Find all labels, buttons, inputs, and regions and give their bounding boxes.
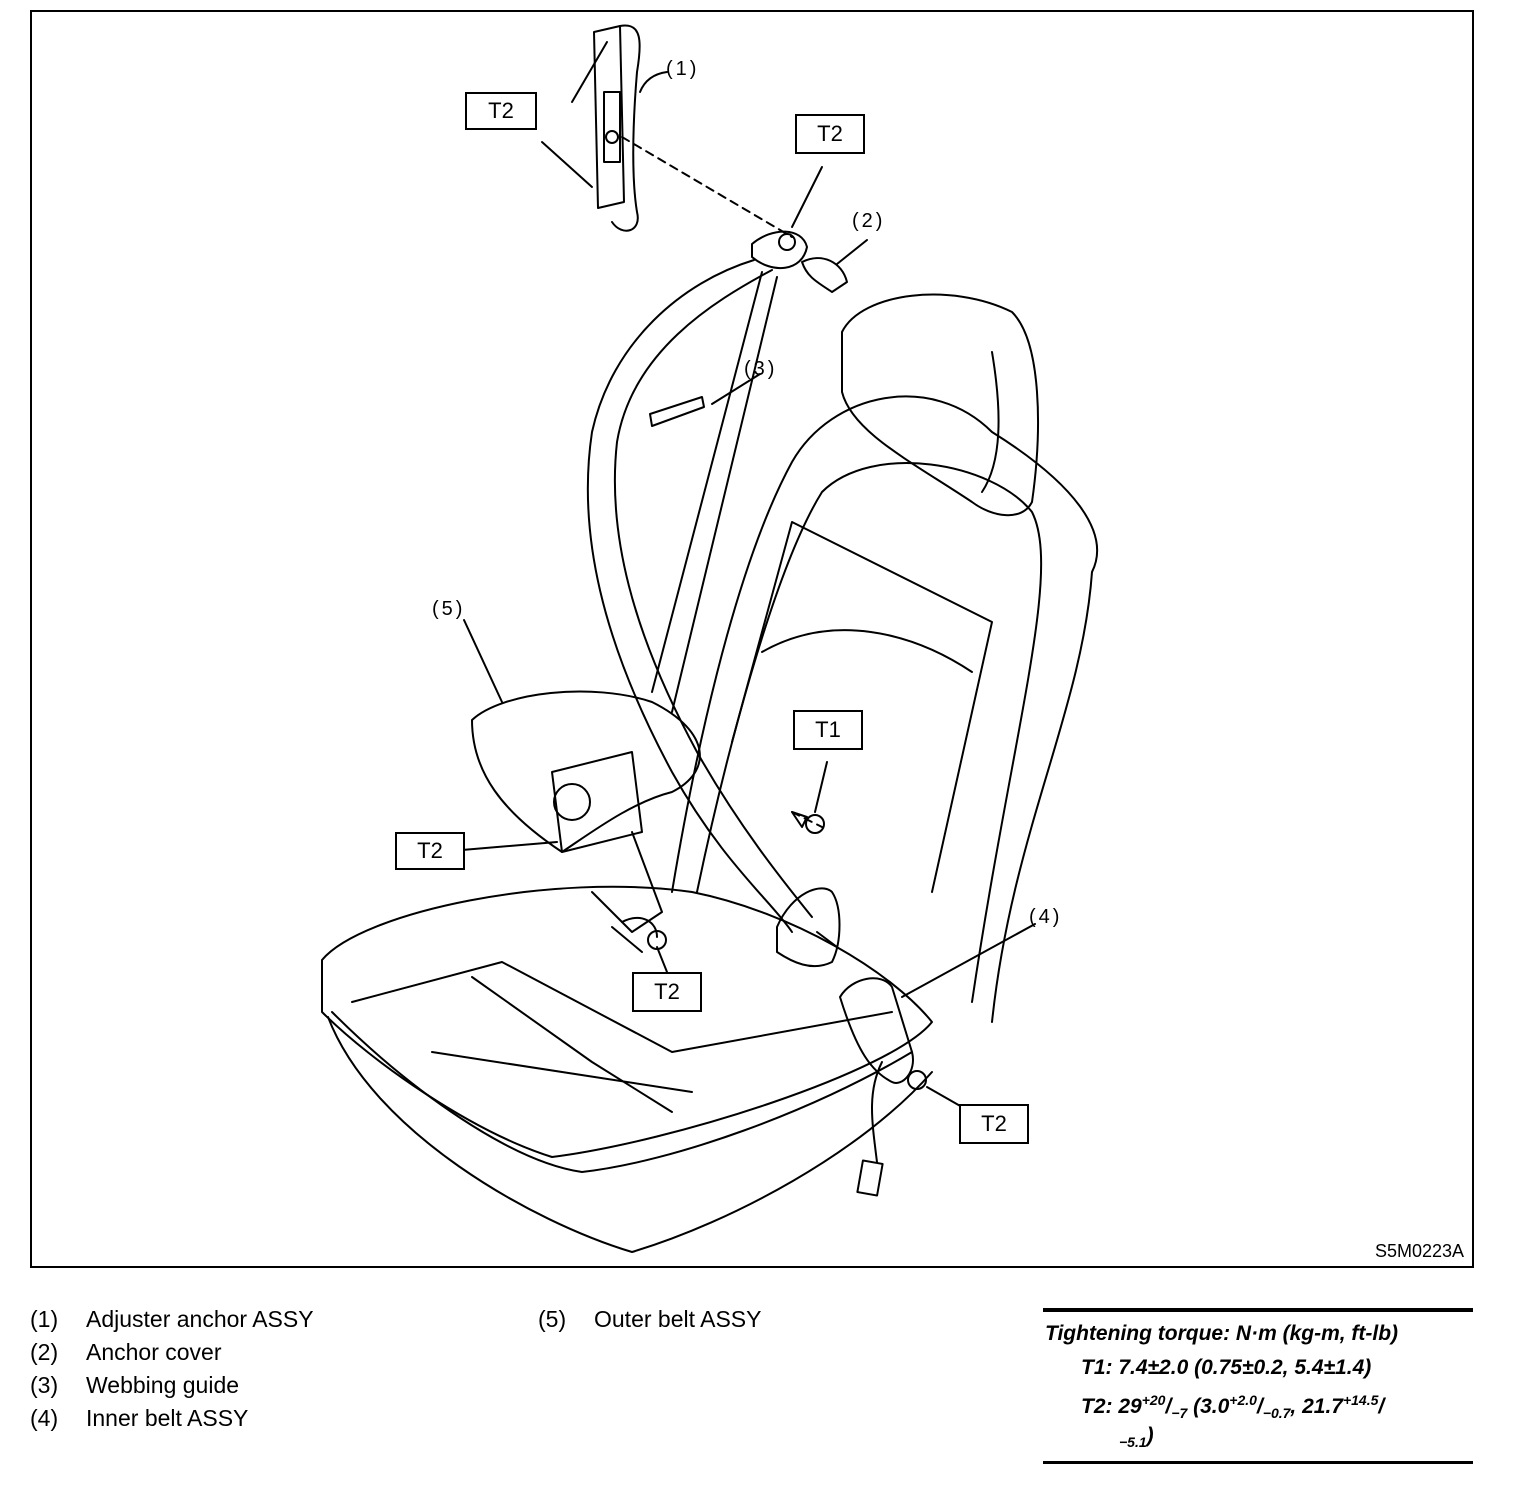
- torque-t2: T2: 29+20/−7 (3.0+2.0/−0.7, 21.7+14.5/: [1081, 1392, 1385, 1422]
- legend-right: (5) Outer belt ASSY: [538, 1306, 958, 1339]
- webbing-guide: [649, 396, 705, 427]
- legend-index: (2): [30, 1339, 59, 1365]
- legend-text: Outer belt ASSY: [594, 1306, 762, 1332]
- legend-index: (4): [30, 1405, 59, 1431]
- t2-sub-3: −5.1: [1119, 1434, 1147, 1451]
- seat-back: [671, 395, 1098, 1023]
- headrest: [841, 293, 1039, 517]
- t2-sub-2: −0.7: [1262, 1405, 1291, 1422]
- diagram-frame: T2 T2 T1 T2 T2 T2 (1) (2) (3) (4) (5) S5…: [30, 10, 1474, 1268]
- torque-spec-panel: Tightening torque: N·m (kg-m, ft-lb) T1:…: [1043, 1308, 1473, 1464]
- torque-top-rule: [1043, 1308, 1473, 1312]
- t2-sup-1: +20: [1141, 1392, 1166, 1408]
- torque-t2-cont: −5.1): [1119, 1424, 1154, 1450]
- seat-cushion: [321, 885, 933, 1158]
- legend-index: (5): [538, 1306, 567, 1332]
- legend-item: (2) Anchor cover: [30, 1339, 510, 1372]
- torque-t1: T1: 7.4±2.0 (0.75±0.2, 5.4±1.4): [1081, 1356, 1372, 1379]
- legend-text: Webbing guide: [86, 1372, 240, 1398]
- legend-index: (1): [30, 1306, 59, 1332]
- t2-value: T2: 29: [1081, 1395, 1142, 1418]
- torque-box-t2-top-right: T2: [795, 114, 865, 154]
- legend-text: Anchor cover: [86, 1339, 222, 1365]
- torque-box-t2-top-left: T2: [465, 92, 537, 130]
- torque-box-t2-bottom: T2: [632, 972, 702, 1012]
- torque-box-t2-retractor: T2: [395, 832, 465, 870]
- t2-sup-2: +2.0: [1229, 1392, 1257, 1408]
- leader-2: [836, 239, 868, 265]
- inner-belt: [839, 977, 914, 1084]
- t2-ftlb: , 21.7: [1290, 1395, 1343, 1418]
- callout-2: (2): [852, 210, 886, 232]
- seat-belt-drawing: [321, 24, 1098, 1253]
- t2-kgm: (3.0: [1187, 1395, 1230, 1418]
- shoulder-belt: [586, 259, 793, 933]
- leader-4: [901, 923, 1036, 998]
- legend-text: Inner belt ASSY: [86, 1405, 249, 1431]
- figure-code: S5M0223A: [1374, 1241, 1464, 1261]
- leader-1: [639, 71, 668, 93]
- torque-bottom-rule: [1043, 1461, 1473, 1464]
- outer-belt: [471, 690, 701, 853]
- anchor-cover: [801, 257, 848, 293]
- legend-item: (3) Webbing guide: [30, 1372, 510, 1405]
- legend-left: (1)Adjuster anchor ASSY (2)Anchor cover …: [30, 1306, 510, 1438]
- legend-item: (5) Outer belt ASSY: [538, 1306, 958, 1339]
- callout-1: (1): [666, 58, 700, 80]
- legend-item: (4) Inner belt ASSY: [30, 1405, 510, 1438]
- t2-close: ): [1146, 1424, 1154, 1447]
- callout-3: (3): [744, 358, 778, 380]
- leader-5: [463, 619, 503, 703]
- callout-4: (4): [1029, 906, 1063, 928]
- legend-item: (1) Adjuster anchor ASSY: [30, 1306, 510, 1339]
- legend-index: (3): [30, 1372, 59, 1398]
- t2-sup-3: +14.5: [1342, 1392, 1379, 1408]
- torque-heading: Tightening torque: N·m (kg-m, ft-lb): [1045, 1322, 1399, 1345]
- adjuster-anchor: [593, 25, 625, 209]
- t2-sub-1: −7: [1171, 1405, 1188, 1422]
- leader-3: [711, 373, 761, 405]
- torque-box-t1: T1: [793, 710, 863, 750]
- legend-text: Adjuster anchor ASSY: [86, 1306, 314, 1332]
- torque-box-t2-buckle: T2: [959, 1104, 1029, 1144]
- callout-5: (5): [432, 598, 466, 620]
